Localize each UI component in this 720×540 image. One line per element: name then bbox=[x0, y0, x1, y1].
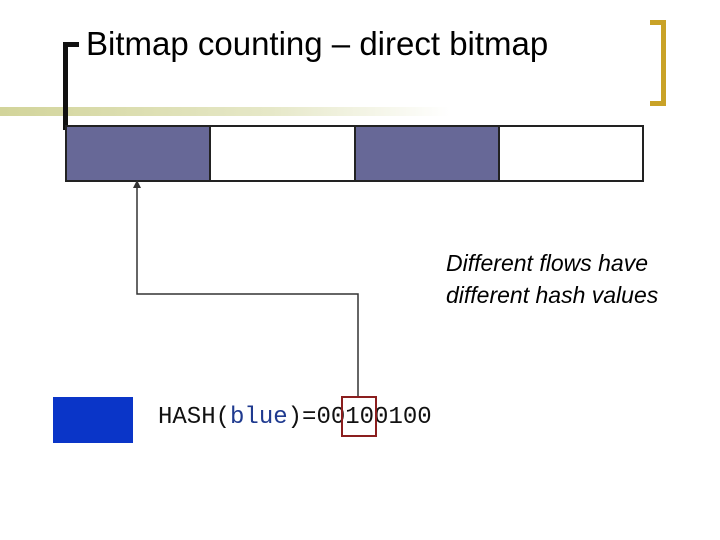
hash-function: HASH( bbox=[158, 404, 231, 431]
bitmap-cell-2 bbox=[211, 127, 356, 180]
bit-highlight-box bbox=[341, 396, 377, 437]
hash-argument: blue bbox=[230, 404, 288, 431]
right-bracket-decoration bbox=[650, 20, 666, 106]
bitmap-cell-1 bbox=[67, 127, 212, 180]
annotation-text: Different flows have different hash valu… bbox=[446, 250, 659, 308]
slide-title: Bitmap counting – direct bitmap bbox=[86, 25, 549, 62]
bitmap bbox=[65, 125, 644, 182]
hash-value: 00100100 bbox=[316, 404, 432, 431]
hash-expression: HASH(blue)=00100100 bbox=[158, 404, 432, 431]
bitmap-cell-3 bbox=[355, 127, 500, 180]
title-underline-decoration bbox=[0, 107, 450, 116]
hash-close: )= bbox=[287, 404, 317, 431]
bitmap-cell-4 bbox=[499, 127, 642, 180]
blue-flow-square bbox=[53, 397, 133, 443]
